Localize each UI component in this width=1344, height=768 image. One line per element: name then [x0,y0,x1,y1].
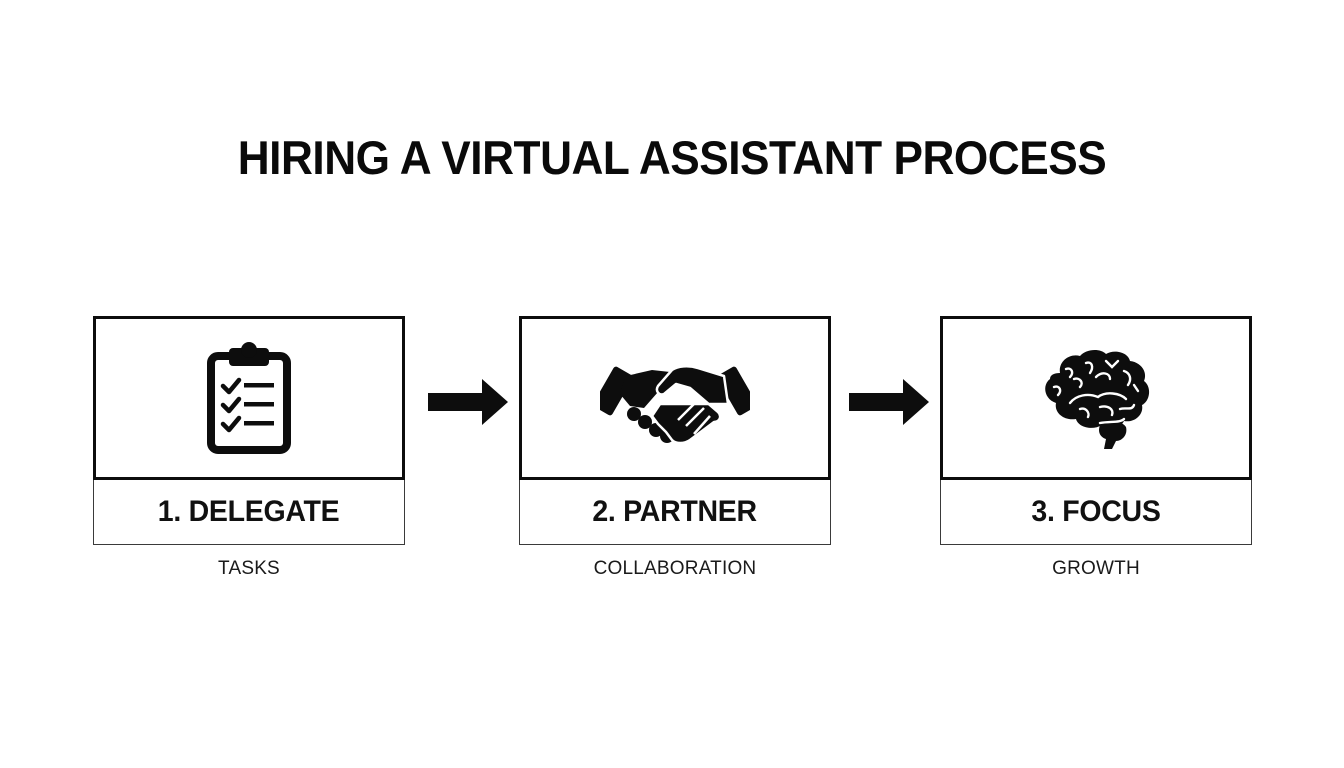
step-label-box: 3. FOCUS [940,480,1252,545]
step-icon-box [940,316,1252,480]
step-label: 1. DELEGATE [158,495,340,528]
step-partner: 2. PARTNER COLLABORATION [519,316,831,580]
step-icon-box [93,316,405,480]
step-label: 2. PARTNER [592,495,758,528]
step-label-box: 1. DELEGATE [93,480,405,545]
step-focus: 3. FOCUS GROWTH [940,316,1252,580]
step-icon-box [519,316,831,480]
brain-icon [1045,350,1150,449]
clipboard-checklist-icon [207,342,291,454]
arrow-right-icon [849,379,929,425]
step-label: 3. FOCUS [1031,495,1161,528]
step-label-box: 2. PARTNER [519,480,831,545]
step-subtitle: TASKS [218,558,280,579]
diagram-title: HIRING A VIRTUAL ASSISTANT PROCESS [237,131,1107,184]
step-subtitle: GROWTH [1052,558,1140,579]
arrow-right-icon [428,379,508,425]
step-subtitle: COLLABORATION [593,558,757,579]
step-delegate: 1. DELEGATE TASKS [93,316,405,580]
handshake-icon [600,365,750,445]
